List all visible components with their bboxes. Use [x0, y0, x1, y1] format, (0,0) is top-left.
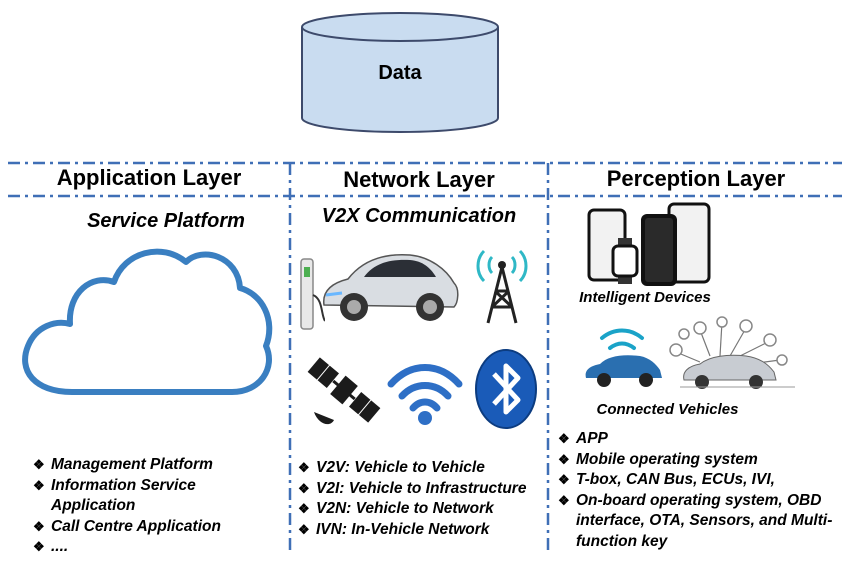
connected-vehicles-label: Connected Vehicles — [596, 401, 739, 418]
database-label: Data — [378, 62, 422, 84]
list-item: IVN: In-Vehicle Network — [298, 520, 544, 541]
cloud-icon — [22, 248, 273, 395]
perception-layer-title: Perception Layer — [606, 166, 786, 191]
wifi-icon — [387, 364, 463, 425]
cell-tower-icon — [476, 249, 528, 324]
list-item: Information Service Application — [33, 476, 283, 517]
list-item: On-board operating system, OBD interface… — [558, 491, 848, 553]
electric-car-icon — [323, 253, 459, 321]
list-item: T-box, CAN Bus, ECUs, IVI, — [558, 470, 848, 491]
list-item: APP — [558, 429, 848, 450]
bluetooth-icon — [475, 349, 537, 429]
list-item: V2V: Vehicle to Vehicle — [298, 458, 544, 479]
smartphone-icon — [587, 202, 711, 286]
service-platform-title: Service Platform — [87, 210, 245, 232]
application-layer-title: Application Layer — [56, 165, 242, 190]
network-feature-list: V2V: Vehicle to Vehicle V2I: Vehicle to … — [298, 458, 544, 540]
database-icon — [301, 12, 499, 133]
application-feature-list: Management Platform Information Service … — [33, 455, 283, 558]
v2x-communication-title: V2X Communication — [321, 205, 517, 227]
list-item: Mobile operating system — [558, 450, 848, 471]
list-item: .... — [33, 537, 283, 558]
connected-car-icon — [585, 316, 795, 389]
list-item: V2N: Vehicle to Network — [298, 499, 544, 520]
network-layer-title: Network Layer — [343, 167, 495, 192]
charging-station-icon — [300, 258, 325, 330]
list-item: Management Platform — [33, 455, 283, 476]
list-item: Call Centre Application — [33, 517, 283, 538]
list-item: V2I: Vehicle to Infrastructure — [298, 479, 544, 500]
perception-feature-list: APP Mobile operating system T-box, CAN B… — [558, 429, 848, 552]
intelligent-devices-label: Intelligent Devices — [579, 289, 711, 306]
smartwatch-icon — [611, 238, 639, 284]
satellite-icon — [306, 355, 382, 425]
